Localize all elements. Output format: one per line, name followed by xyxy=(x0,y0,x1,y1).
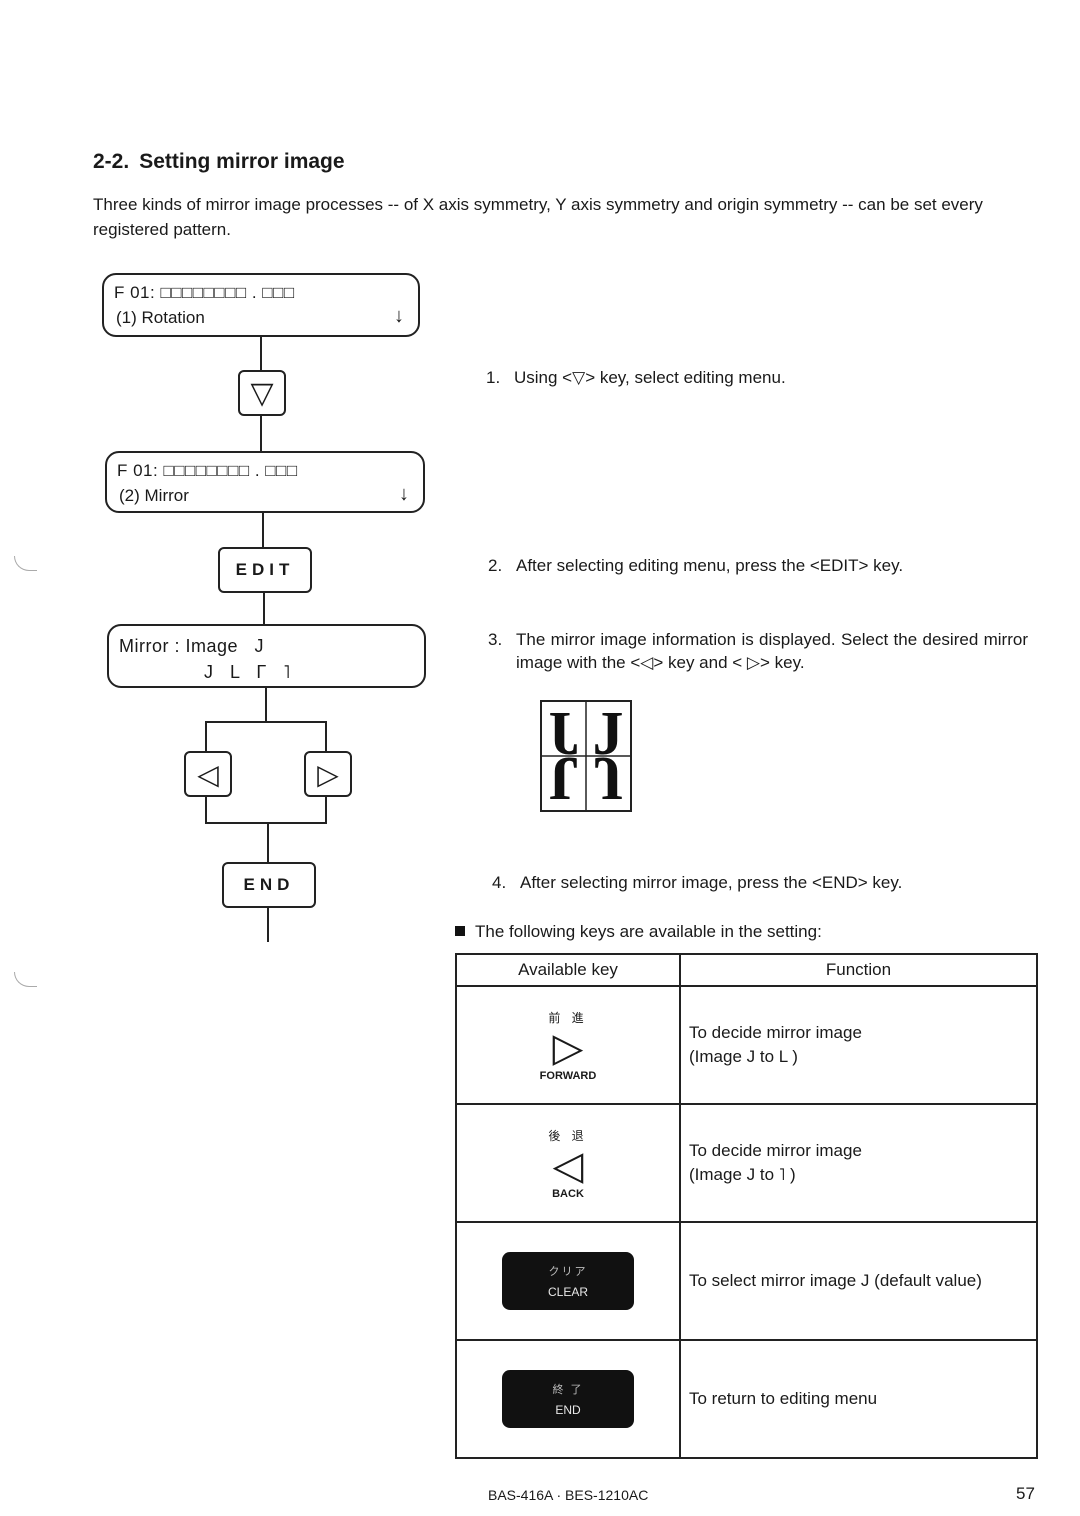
lcd-line2: J L Γ ˥ xyxy=(204,662,297,682)
end-key-cell: 終 了 END xyxy=(455,1339,681,1459)
down-triangle-icon: ▽ xyxy=(250,376,274,410)
clear-label: CLEAR xyxy=(547,1285,588,1299)
header-available-key: Available key xyxy=(455,953,681,987)
step-2: 2.After selecting editing menu, press th… xyxy=(488,556,904,575)
edit-key-button[interactable]: EDIT xyxy=(218,547,312,593)
forward-kanji: 前 進 xyxy=(548,1010,588,1025)
binding-mark xyxy=(14,972,37,987)
connector-line xyxy=(325,795,327,823)
bullet-square-icon xyxy=(455,926,465,936)
left-key-button[interactable]: ◁ xyxy=(184,751,232,797)
right-triangle-icon: ▷ xyxy=(317,758,339,790)
down-key-button[interactable]: ▽ xyxy=(238,370,286,416)
edit-key-label: EDIT xyxy=(235,560,295,579)
table-row: 終 了 END To return to editing menu xyxy=(455,1339,1038,1459)
footer-model-code: BAS-416A · BES-1210AC xyxy=(488,1487,649,1503)
end-key-label: END xyxy=(243,875,295,894)
step-3: 3.The mirror image information is displa… xyxy=(488,630,1028,672)
section-title: Setting mirror image xyxy=(139,150,345,173)
connector-line xyxy=(205,822,327,824)
connector-line xyxy=(205,721,207,751)
header-function: Function xyxy=(679,953,1038,987)
table-row: クリア CLEAR To select mirror image J (defa… xyxy=(455,1221,1038,1341)
end-kanji: 終 了 xyxy=(552,1384,584,1396)
forward-label: FORWARD xyxy=(539,1069,597,1082)
mirror-letter-y-axis: J xyxy=(549,702,580,768)
lcd-line1: F 01: □□□□□□□□ . □□□ xyxy=(117,461,298,480)
end-key-button[interactable]: END xyxy=(222,862,316,908)
clear-kanji: クリア xyxy=(548,1266,588,1278)
back-function-cell: To decide mirror image (Image J to ˥ ) xyxy=(679,1103,1038,1223)
available-keys-table: Available key Function 前 進 ▷ FORWARD To … xyxy=(455,953,1038,1459)
table-row: 後 退 ◁ BACK To decide mirror image (Image… xyxy=(455,1103,1038,1223)
back-label: BACK xyxy=(552,1187,584,1200)
end-table-key-button[interactable]: 終 了 END xyxy=(502,1370,634,1428)
section-heading: 2-2. Setting mirror image xyxy=(93,150,345,174)
section-number: 2-2. xyxy=(93,150,130,173)
end-function-cell: To return to editing menu xyxy=(679,1339,1038,1459)
back-key-cell: 後 退 ◁ BACK xyxy=(455,1103,681,1223)
connector-line xyxy=(260,335,262,370)
connector-line xyxy=(205,795,207,823)
lcd-display-rotation: F 01: □□□□□□□□ . □□□ (1) Rotation ↓ xyxy=(102,273,420,337)
back-triangle-icon: ◁ xyxy=(552,1143,584,1188)
right-key-button[interactable]: ▷ xyxy=(304,751,352,797)
back-kanji: 後 退 xyxy=(548,1128,588,1143)
connector-line xyxy=(267,822,269,862)
connector-line xyxy=(265,686,267,722)
lcd-display-mirror-image: Mirror : Image J J L Γ ˥ xyxy=(107,624,426,688)
connector-line xyxy=(263,591,265,624)
left-triangle-icon: ◁ xyxy=(197,758,219,790)
binding-mark xyxy=(14,556,37,571)
mirror-letter-origin: J xyxy=(549,744,580,810)
lcd-line2: (1) Rotation xyxy=(116,308,205,327)
table-row: 前 進 ▷ FORWARD To decide mirror image (Im… xyxy=(455,985,1038,1105)
lcd-line1: Mirror : Image J xyxy=(119,636,265,656)
connector-line xyxy=(325,721,327,751)
mirror-letter-original: J xyxy=(593,702,624,768)
forward-key-cell: 前 進 ▷ FORWARD xyxy=(455,985,681,1105)
connector-line xyxy=(205,721,327,723)
step-4: 4.After selecting mirror image, press th… xyxy=(492,873,903,892)
mirror-image-figure: J J J J xyxy=(540,700,632,812)
end-label: END xyxy=(555,1403,581,1417)
connector-line xyxy=(262,511,264,547)
lcd-line1: F 01: □□□□□□□□ . □□□ xyxy=(114,283,295,302)
connector-line xyxy=(267,906,269,942)
step-1: 1.Using <▽> key, select editing menu. xyxy=(486,368,786,387)
clear-key-button[interactable]: クリア CLEAR xyxy=(502,1252,634,1310)
clear-key-cell: クリア CLEAR xyxy=(455,1221,681,1341)
forward-function-cell: To decide mirror image (Image J to L ) xyxy=(679,985,1038,1105)
table-header-row: Available key Function xyxy=(455,953,1038,987)
page-number: 57 xyxy=(1016,1484,1035,1503)
connector-line xyxy=(260,414,262,451)
down-arrow-icon: ↓ xyxy=(399,483,409,505)
lcd-display-mirror: F 01: □□□□□□□□ . □□□ (2) Mirror ↓ xyxy=(105,451,425,513)
intro-paragraph: Three kinds of mirror image processes --… xyxy=(93,195,983,239)
mirror-letter-x-axis: J xyxy=(593,744,624,810)
forward-triangle-icon: ▷ xyxy=(552,1025,584,1070)
lcd-line2: (2) Mirror xyxy=(119,486,189,505)
clear-function-cell: To select mirror image J (default value) xyxy=(679,1221,1038,1341)
mirror-symmetry-diagram: J J J J xyxy=(542,700,630,812)
down-arrow-icon: ↓ xyxy=(394,305,404,327)
keys-note: The following keys are available in the … xyxy=(455,922,822,942)
